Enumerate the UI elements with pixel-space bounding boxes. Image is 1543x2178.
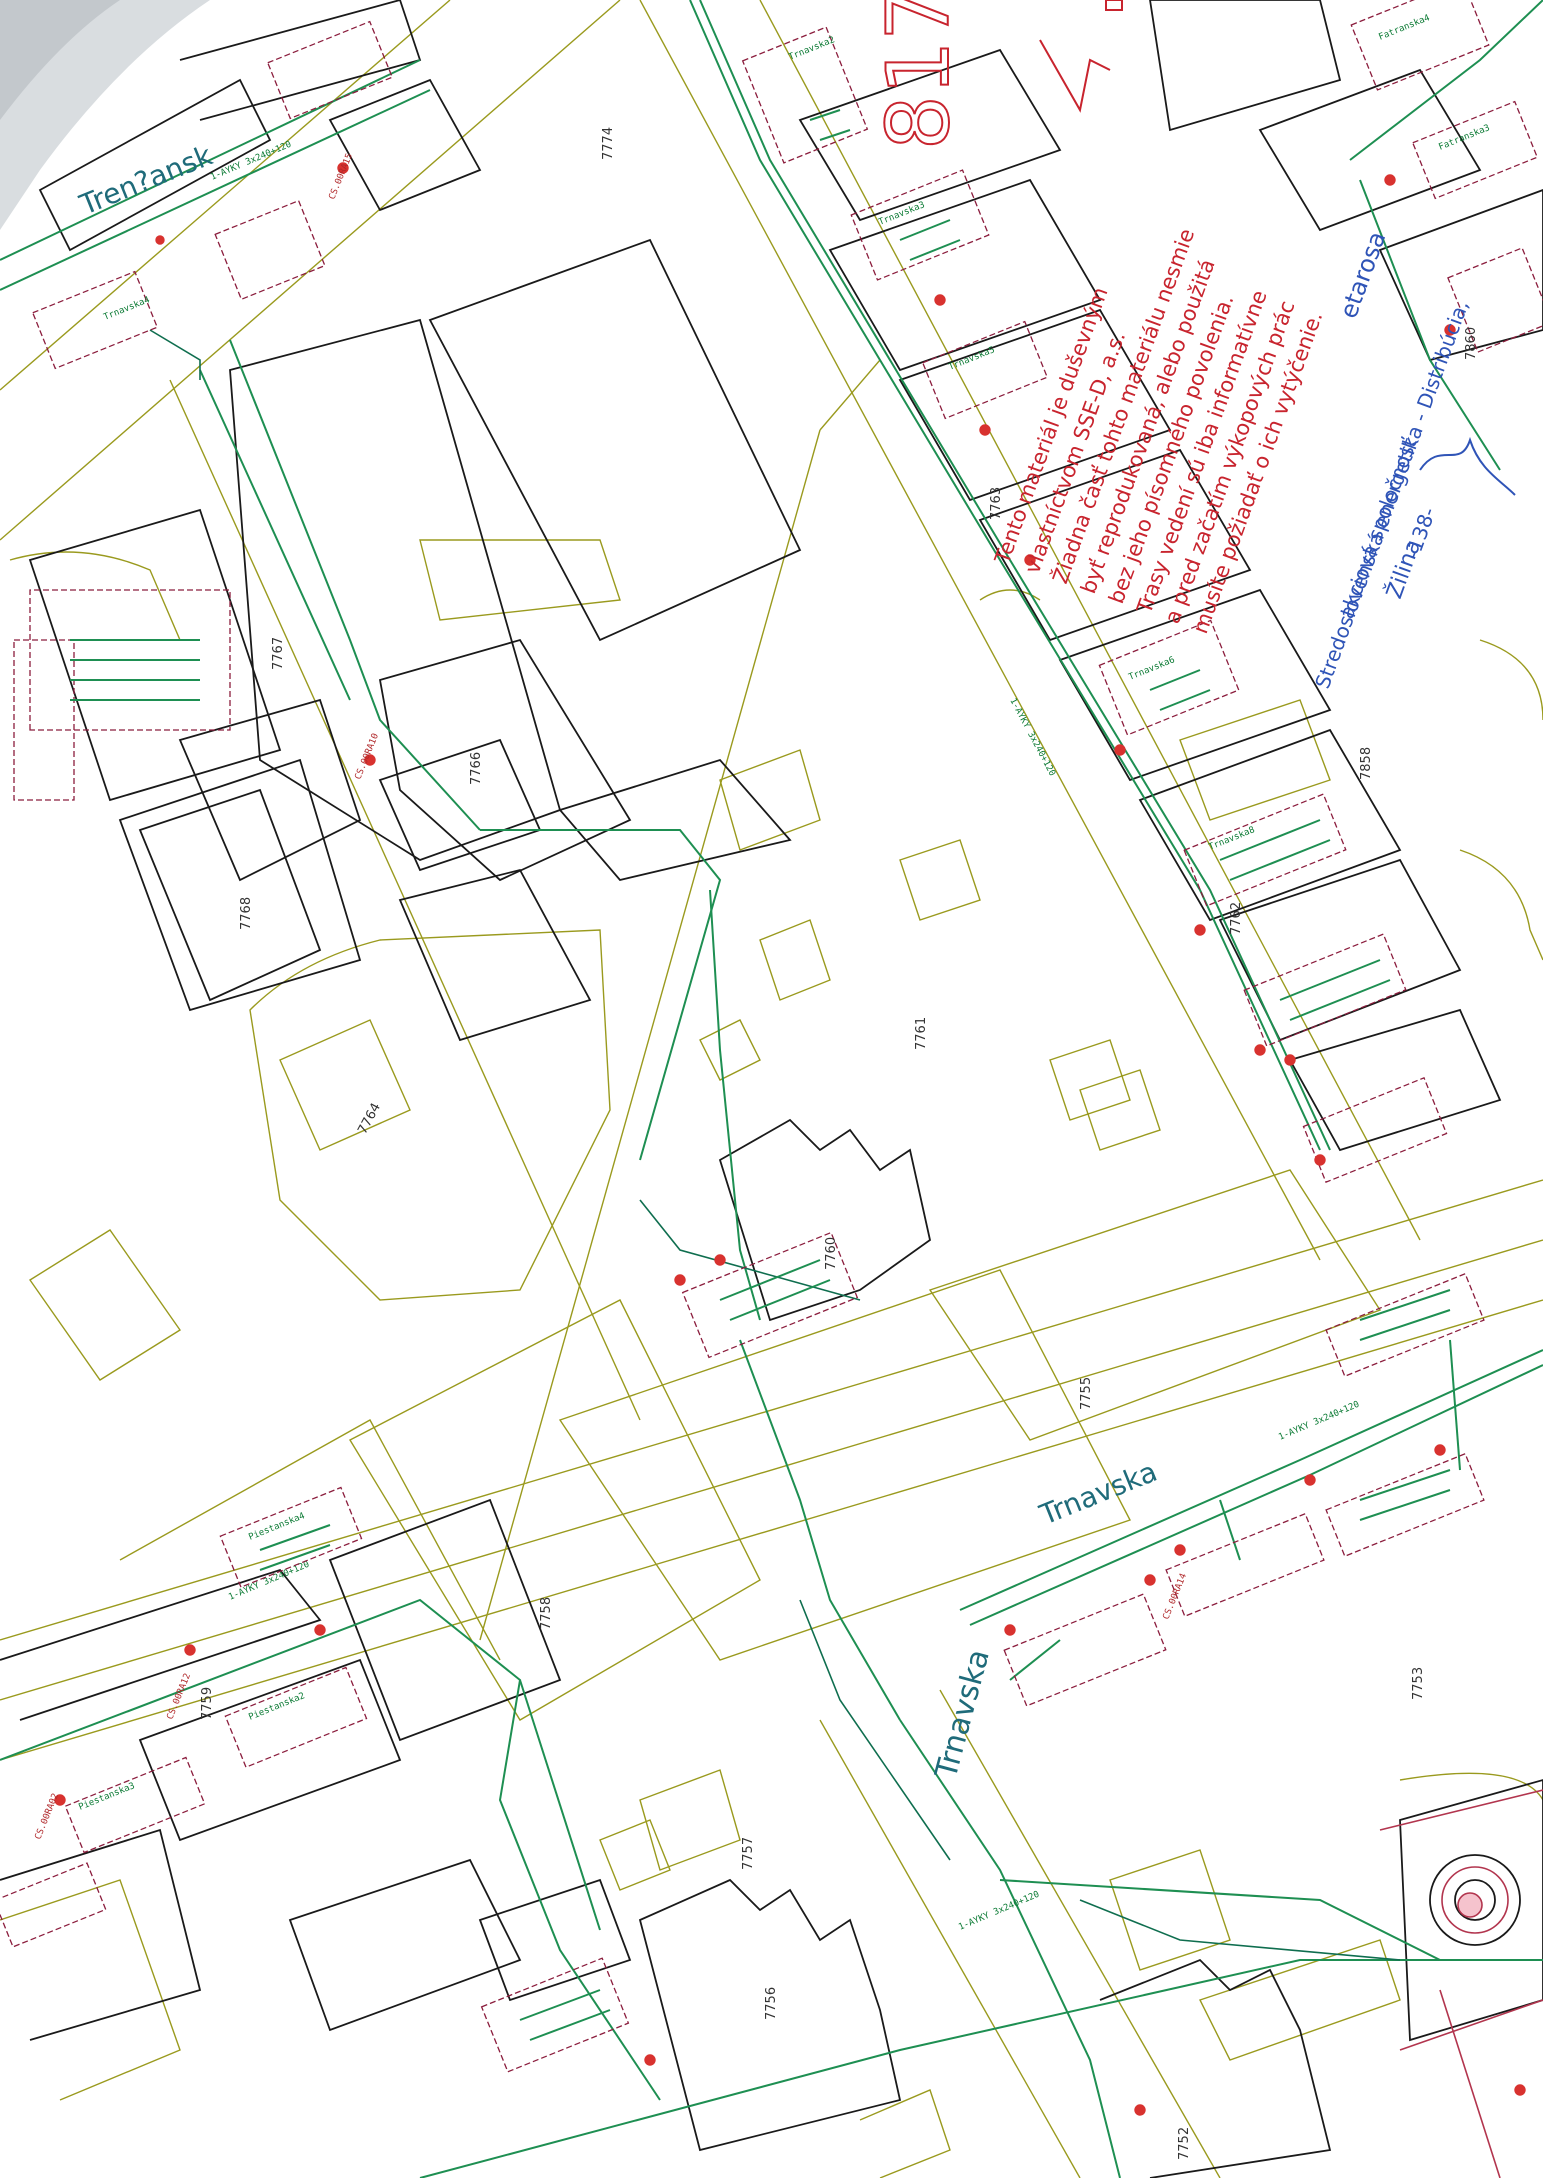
handwritten-number: 8171 bbox=[868, 0, 1123, 151]
power-cables-dark bbox=[149, 329, 1401, 1961]
parcel-number: 7759 bbox=[200, 1687, 215, 1720]
signature-squiggle bbox=[1419, 436, 1516, 496]
parcel-number: 7755 bbox=[1079, 1377, 1094, 1410]
parcel-number: 7758 bbox=[539, 1597, 554, 1630]
parcel-number: 7753 bbox=[1411, 1667, 1426, 1700]
parcel-number: 7761 bbox=[914, 1017, 929, 1050]
handwritten-text: 8171 bbox=[869, 0, 969, 150]
parcel-number: 7757 bbox=[741, 1837, 756, 1870]
parcel-number: 7858 bbox=[1359, 747, 1374, 780]
parcel-number: 7763 bbox=[989, 487, 1004, 520]
site-boundary-red bbox=[1379, 1789, 1543, 2178]
handwritten-mark bbox=[1105, 0, 1123, 11]
parcel-number: 7860 bbox=[1464, 327, 1479, 360]
parcel-number: 7760 bbox=[824, 1237, 839, 1270]
scan-fold-corner bbox=[0, 0, 120, 120]
parcel-number: 7756 bbox=[764, 1987, 779, 2020]
parcel-number: 7762 bbox=[1229, 902, 1244, 935]
parcel-number: 7774 bbox=[601, 127, 616, 160]
distribution-boxes bbox=[0, 0, 1543, 2073]
parcel-number: 7767 bbox=[271, 637, 286, 670]
handwritten-mark bbox=[1039, 39, 1111, 113]
box-symbols bbox=[70, 109, 1451, 2041]
station-markers bbox=[54, 162, 1526, 2116]
parcel-number: 7752 bbox=[1177, 2127, 1192, 2160]
parcel-number: 7766 bbox=[469, 752, 484, 785]
parcel-number: 7768 bbox=[239, 897, 254, 930]
